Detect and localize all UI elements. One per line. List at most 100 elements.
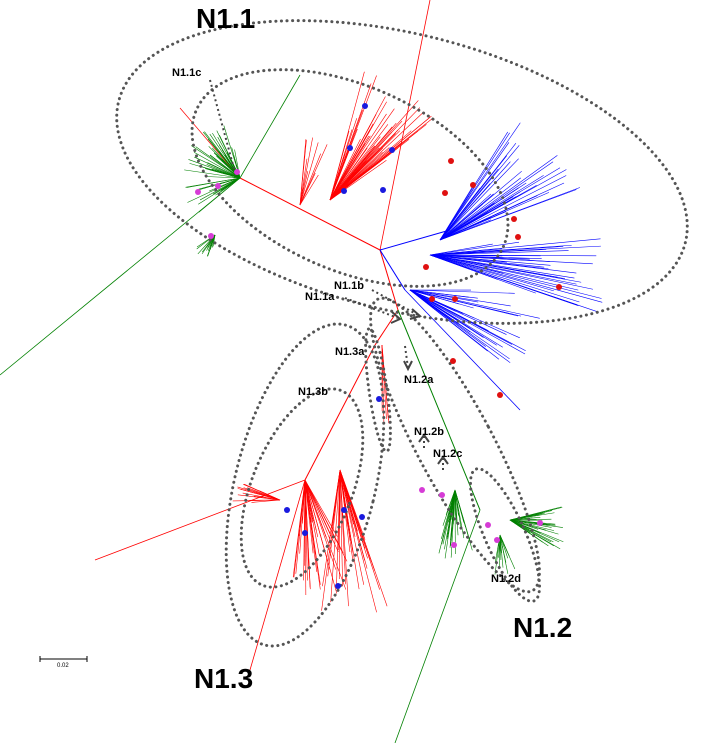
branch-172 <box>409 289 540 319</box>
sample-marker-29 <box>341 507 347 513</box>
branch-150 <box>429 254 566 279</box>
branch-442 <box>381 344 389 421</box>
branch-292 <box>454 489 465 539</box>
tree-branches <box>0 0 603 743</box>
sample-marker-14 <box>450 358 456 364</box>
subclade-label-n1-2c: N1.2c <box>433 448 462 460</box>
cluster-label-n1-2: N1.2 <box>513 612 572 643</box>
clade-outlines <box>115 19 689 648</box>
branch-378 <box>299 479 306 554</box>
branch-107 <box>439 177 521 241</box>
sample-marker-6 <box>470 182 476 188</box>
branch-161 <box>429 254 580 303</box>
branch-16 <box>329 138 361 201</box>
branch-253 <box>193 151 241 179</box>
branch-437 <box>244 483 281 501</box>
branch-8 <box>379 249 406 291</box>
branch-190 <box>409 289 507 335</box>
branch-332 <box>509 519 555 547</box>
branch-289 <box>454 489 466 528</box>
branch-140 <box>429 243 493 256</box>
subclade-label-n1-3a: N1.3a <box>335 346 365 358</box>
branch-163 <box>429 254 545 268</box>
branch-274 <box>206 234 216 251</box>
branch-418 <box>336 469 341 590</box>
arrowhead-n1-2a <box>403 360 413 372</box>
branch-389 <box>304 479 306 566</box>
scale-bar-label: 0.02 <box>57 663 69 669</box>
branch-4 <box>304 344 376 481</box>
branch-336 <box>509 518 552 521</box>
branch-118 <box>439 184 537 241</box>
branch-188 <box>409 289 511 307</box>
branch-187 <box>409 289 515 294</box>
sample-marker-17 <box>215 183 221 189</box>
branch-105 <box>439 193 492 241</box>
branch-330 <box>509 519 559 535</box>
sample-marker-19 <box>208 233 214 239</box>
branch-225 <box>205 176 241 179</box>
branch-259 <box>206 164 241 179</box>
branch-7 <box>379 229 451 251</box>
clade-ring-n1-1c <box>190 68 510 288</box>
branch-304 <box>454 489 457 516</box>
branch-157 <box>429 254 577 285</box>
pointer-n1-1b <box>371 289 419 316</box>
branch-379 <box>304 479 338 594</box>
branch-444 <box>381 344 387 419</box>
sample-marker-28 <box>302 530 308 536</box>
branch-159 <box>429 248 521 256</box>
sample-marker-30 <box>359 514 365 520</box>
branch-98 <box>439 187 580 241</box>
branch-189 <box>409 289 479 303</box>
branch-240 <box>185 177 241 188</box>
branch-384 <box>299 479 306 536</box>
sample-marker-3 <box>341 188 347 194</box>
sample-marker-10 <box>423 264 429 270</box>
branch-368 <box>304 479 344 553</box>
branch-387 <box>304 479 309 570</box>
branch-113 <box>439 187 519 241</box>
branch-67 <box>329 153 346 201</box>
branch-71 <box>299 174 319 206</box>
branch-84 <box>439 122 521 241</box>
branch-436 <box>251 499 281 503</box>
branch-198 <box>409 289 510 360</box>
sample-marker-16 <box>234 169 240 175</box>
branch-69 <box>329 133 396 201</box>
branch-258 <box>194 156 241 179</box>
branch-183 <box>409 289 488 352</box>
branch-409 <box>327 469 341 577</box>
branch-72 <box>299 142 319 206</box>
branch-420 <box>331 469 341 528</box>
branch-300 <box>444 489 456 559</box>
subclade-label-n1-1c: N1.1c <box>172 67 201 79</box>
branch-385 <box>304 479 320 556</box>
branch-351 <box>499 534 502 552</box>
sample-markers <box>195 103 562 589</box>
sample-marker-2 <box>389 147 395 153</box>
branch-11 <box>394 509 481 743</box>
branch-2 <box>379 249 399 311</box>
branch-59 <box>329 160 387 201</box>
sample-marker-24 <box>494 537 500 543</box>
pointer-n1-2a <box>404 345 409 369</box>
branch-142 <box>429 245 601 256</box>
branch-323 <box>509 519 556 525</box>
sample-marker-7 <box>442 190 448 196</box>
branch-13 <box>239 74 301 179</box>
sample-marker-26 <box>537 520 543 526</box>
clade-ring-n1-1 <box>115 19 689 325</box>
branch-6 <box>249 479 306 671</box>
branch-158 <box>429 254 578 305</box>
branch-122 <box>439 195 470 241</box>
branch-439 <box>237 494 281 501</box>
subclade-label-n1-2b: N1.2b <box>414 426 444 438</box>
branch-257 <box>205 168 241 179</box>
branch-178 <box>409 289 470 298</box>
branch-3 <box>374 309 399 346</box>
branch-149 <box>429 254 577 274</box>
branch-75 <box>299 144 328 206</box>
sample-marker-1 <box>347 145 353 151</box>
